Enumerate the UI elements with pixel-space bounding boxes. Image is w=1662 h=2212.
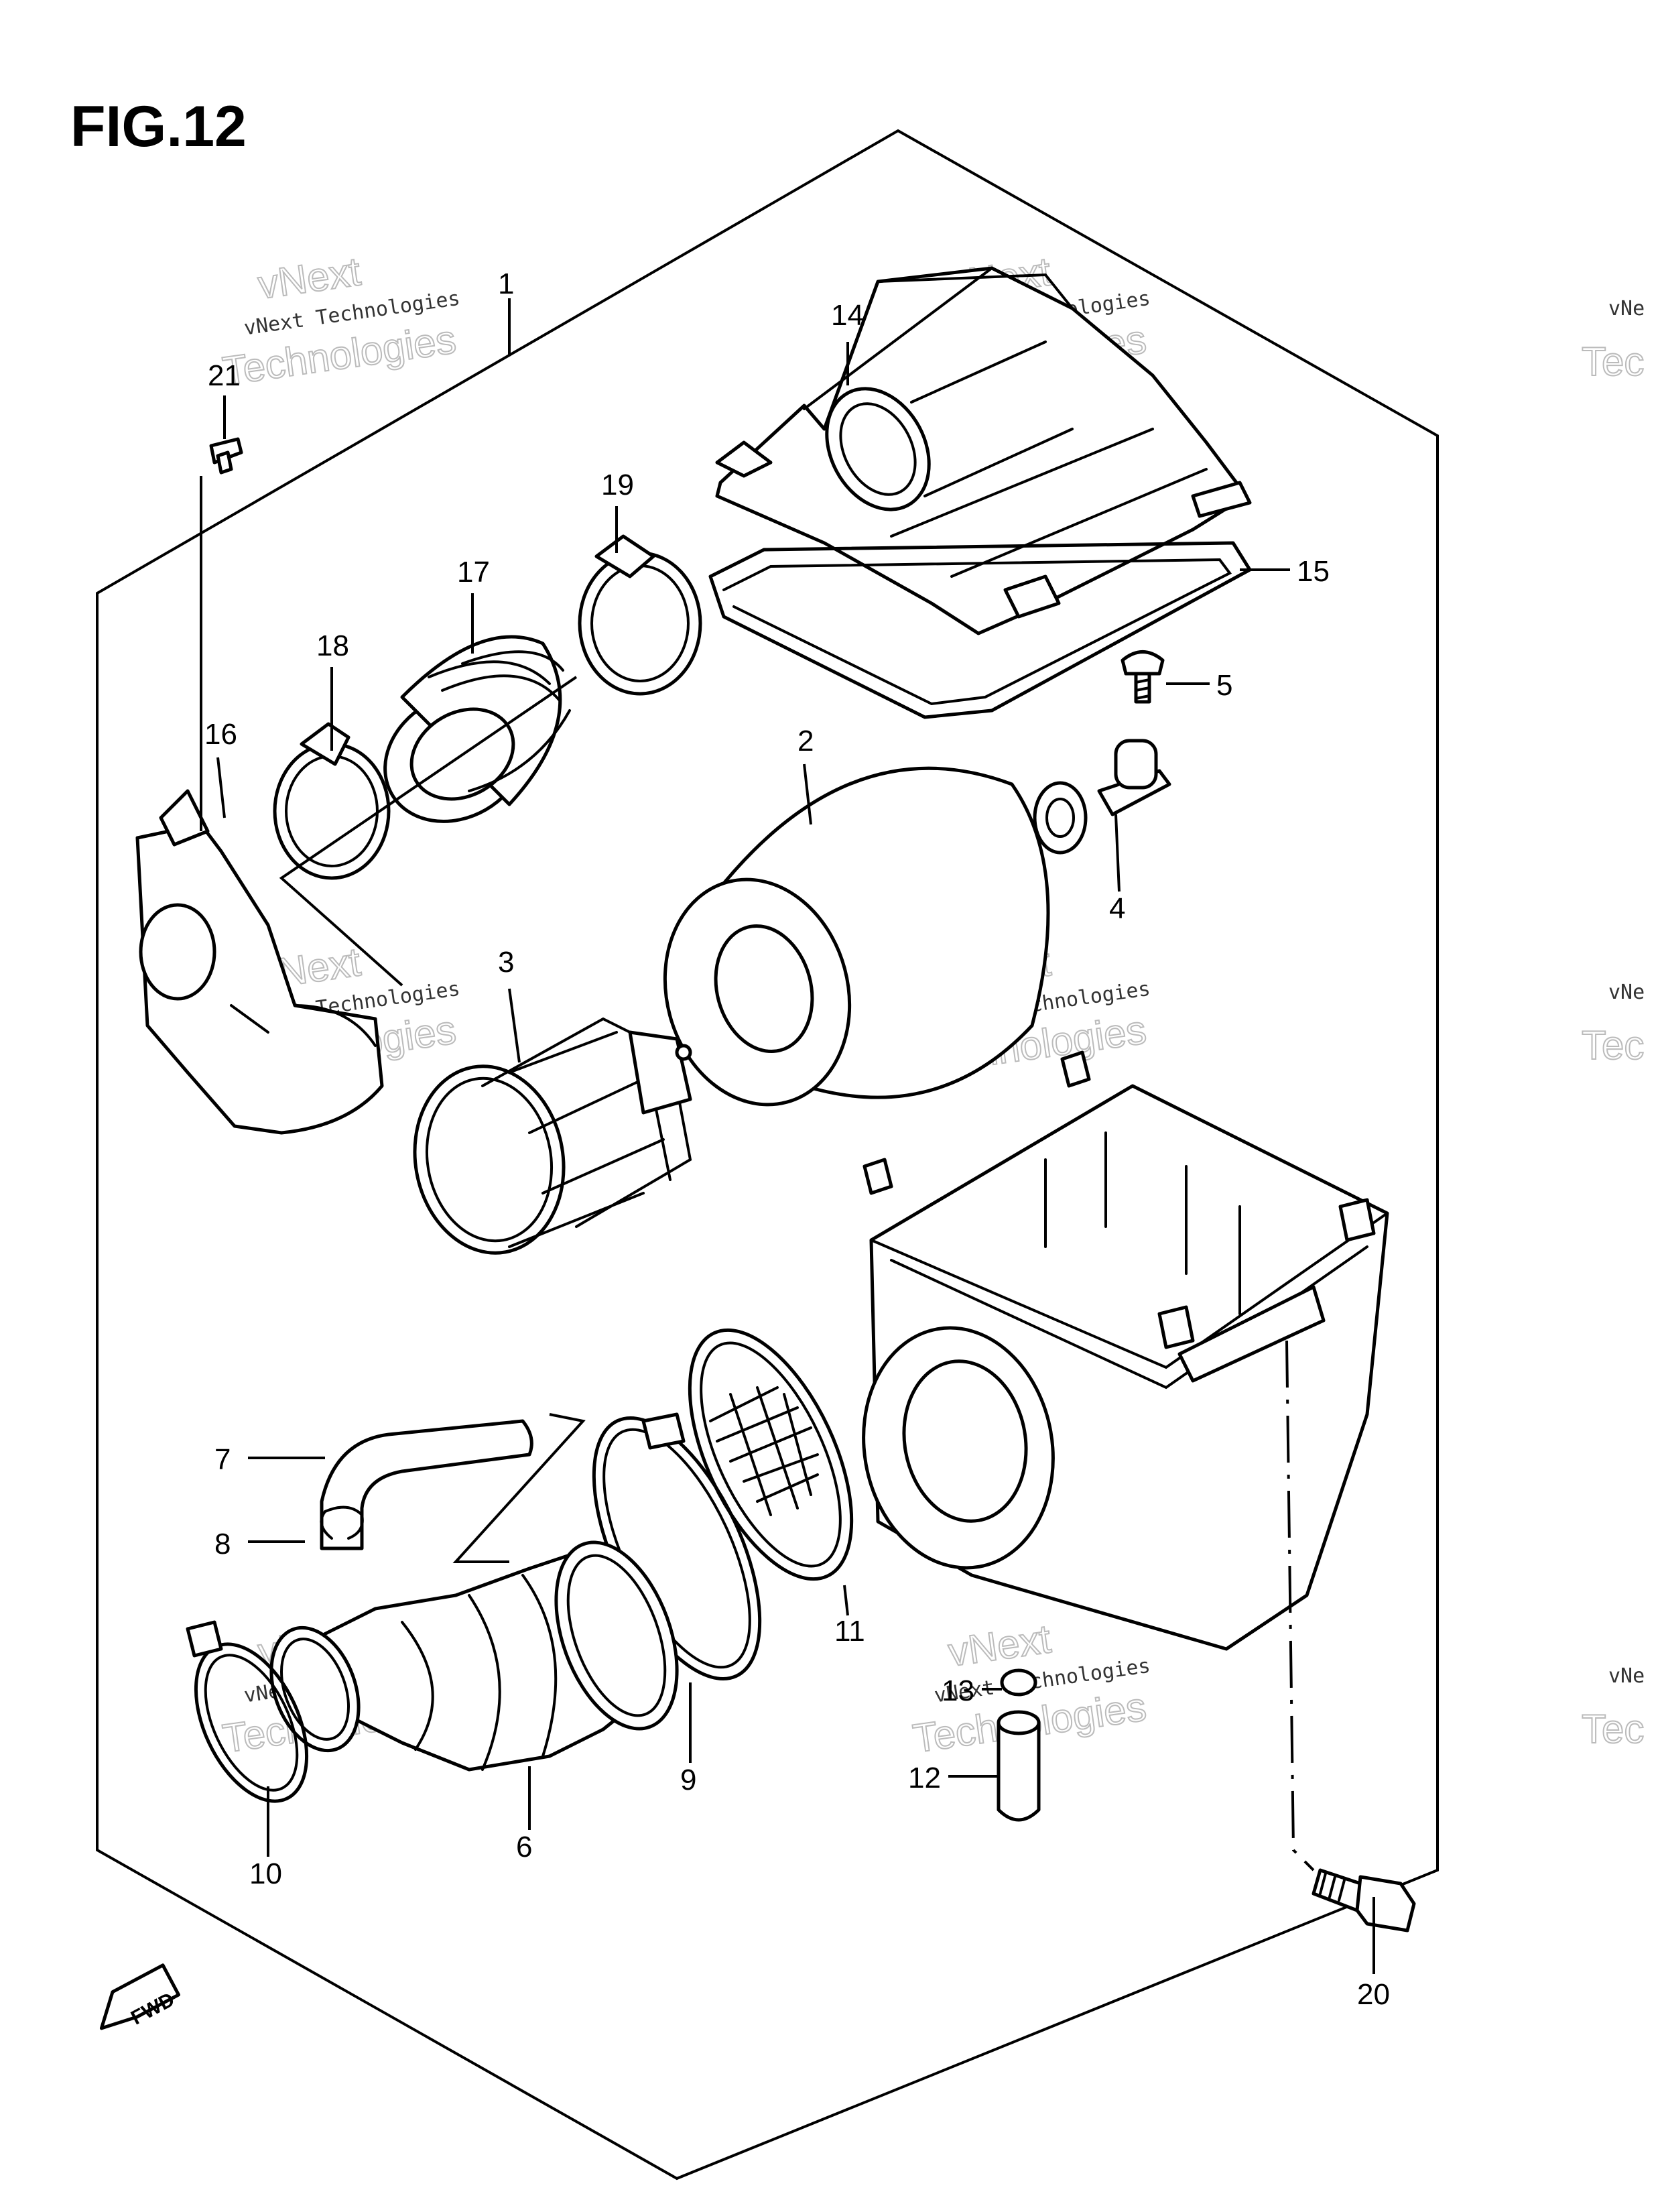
part-4-drain-plug: [1033, 739, 1171, 855]
callout-13: 13: [942, 1674, 974, 1707]
part-5-screw: [1121, 650, 1165, 704]
part-8-clip: [320, 1506, 364, 1540]
part-20-bolt: [1312, 1868, 1416, 1932]
leader-lines: [200, 298, 1375, 1974]
callout-7: 7: [214, 1443, 231, 1476]
callout-3: 3: [498, 946, 514, 979]
callout-21: 21: [208, 359, 241, 392]
callout-1: 1: [498, 267, 514, 300]
part-13-cap: [1000, 1668, 1037, 1697]
callout-15: 15: [1297, 555, 1330, 588]
part-15-gasket: [708, 541, 1252, 719]
part-19-clamp: [578, 534, 702, 696]
svg-text:vNe: vNe: [1608, 981, 1645, 1004]
callout-2: 2: [797, 725, 814, 757]
part-17-bellows-tube: [383, 635, 571, 823]
watermark-vnext: vNext: [946, 1616, 1054, 1675]
air-cleaner-case: [862, 1050, 1389, 1651]
part-21-push-rivet: [209, 437, 243, 475]
part-2-filter-element: [663, 766, 1050, 1107]
fwd-arrow: FWD: [99, 1963, 181, 2030]
part-12-tube: [997, 1710, 1041, 1822]
part-14-cleaner-cap: [715, 266, 1252, 635]
callout-4: 4: [1109, 892, 1125, 925]
callout-20: 20: [1357, 1978, 1390, 2011]
callout-17: 17: [457, 556, 490, 589]
callout-19: 19: [601, 469, 634, 501]
assembly-outline: [96, 129, 1439, 2180]
watermark-vnext: vNext: [255, 249, 364, 308]
callout-6: 6: [516, 1831, 532, 1863]
svg-text:Tec: Tec: [1582, 1707, 1644, 1752]
figure-title: FIG.12: [70, 95, 247, 159]
callout-9: 9: [680, 1764, 696, 1796]
svg-text:vNe: vNe: [1608, 297, 1645, 320]
callout-8: 8: [214, 1528, 231, 1560]
callout-5: 5: [1216, 669, 1232, 702]
svg-text:Tec: Tec: [1582, 1023, 1644, 1068]
part-6-intake-pipe: [269, 1540, 679, 1772]
callout-16: 16: [204, 718, 237, 751]
part-3-filter-cage: [413, 1017, 692, 1255]
callout-10: 10: [249, 1857, 282, 1890]
callout-11: 11: [834, 1615, 865, 1648]
part-7-hose: [320, 1419, 533, 1550]
part-18-clamp: [273, 722, 391, 880]
callout-12: 12: [908, 1762, 941, 1794]
svg-text:vNe: vNe: [1608, 1664, 1645, 1688]
callout-14: 14: [831, 299, 864, 332]
part-16-intake-duct: [135, 789, 384, 1135]
part-10-clamp: [186, 1620, 309, 1803]
callout-labels: 1 2 3 4 5 6 7 8 9 10 11 12 13 14 15 16 1…: [204, 267, 1390, 2011]
callout-18: 18: [316, 629, 349, 662]
svg-text:Tec: Tec: [1582, 339, 1644, 384]
